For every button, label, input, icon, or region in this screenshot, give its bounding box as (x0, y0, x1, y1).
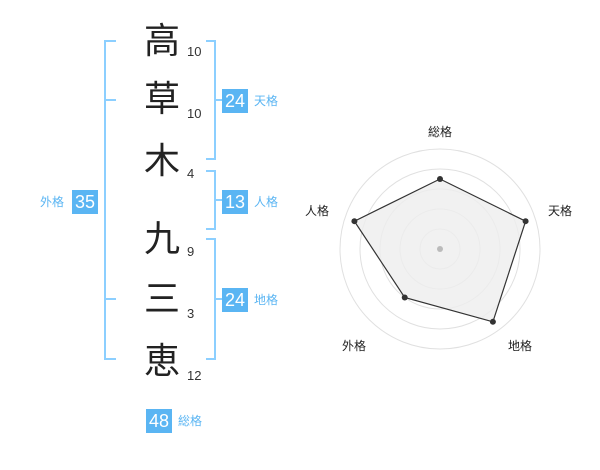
gaikaku-label: 外格 (40, 195, 65, 209)
tenkaku-bracket (206, 40, 216, 160)
chikaku-label: 地格 (254, 293, 279, 307)
radar-point-1 (437, 176, 443, 182)
stroke-count-4: 9 (187, 244, 195, 259)
jinkaku-bracket (206, 170, 216, 230)
stroke-count-5: 3 (187, 306, 195, 321)
radar-axis-label-tenkaku: 天格 (548, 204, 573, 218)
radar-center-dot (437, 246, 443, 252)
jinkaku-value: 13 (222, 190, 249, 214)
tenkaku-value: 24 (222, 89, 249, 113)
soukaku-label: 総格 (178, 414, 203, 428)
radar-point-2 (522, 218, 529, 225)
name-char-6: 恵 (143, 341, 180, 382)
radar-axis-label-gaikaku: 外格 (342, 339, 367, 353)
radar-ring-5 (339, 148, 541, 350)
gaikaku-tick-bottom (104, 298, 116, 300)
name-char-5: 三 (143, 279, 180, 320)
name-char-2: 草 (143, 79, 180, 120)
radar-ring-4 (359, 168, 521, 330)
gaikaku-bracket (104, 40, 116, 360)
stroke-count-6: 12 (187, 368, 202, 383)
radar-points (351, 176, 529, 325)
stroke-count-1: 10 (187, 44, 202, 59)
stroke-count-2: 10 (187, 106, 202, 121)
gaikaku-tick-top (104, 99, 116, 101)
radar-point-3 (489, 318, 496, 325)
name-char-4: 九 (143, 219, 180, 260)
radar-axis-label-chikaku: 地格 (508, 339, 533, 353)
radar-point-4 (401, 294, 408, 301)
chikaku-value: 24 (222, 288, 249, 312)
radar-axis-label-soukaku: 総格 (428, 125, 453, 139)
name-char-3: 木 (143, 141, 180, 182)
jinkaku-label: 人格 (254, 195, 279, 209)
soukaku-value: 48 (146, 409, 173, 433)
tenkaku-label: 天格 (254, 94, 279, 108)
radar-point-5 (351, 218, 358, 225)
gaikaku-value: 35 (72, 190, 99, 214)
tenkaku-connector (216, 99, 222, 101)
name-char-1: 高 (143, 21, 180, 62)
jinkaku-connector (216, 199, 222, 201)
chikaku-connector (216, 298, 222, 300)
chikaku-bracket (206, 238, 216, 360)
radar-axis-label-jinkaku: 人格 (305, 204, 330, 218)
stroke-count-3: 4 (187, 166, 195, 181)
